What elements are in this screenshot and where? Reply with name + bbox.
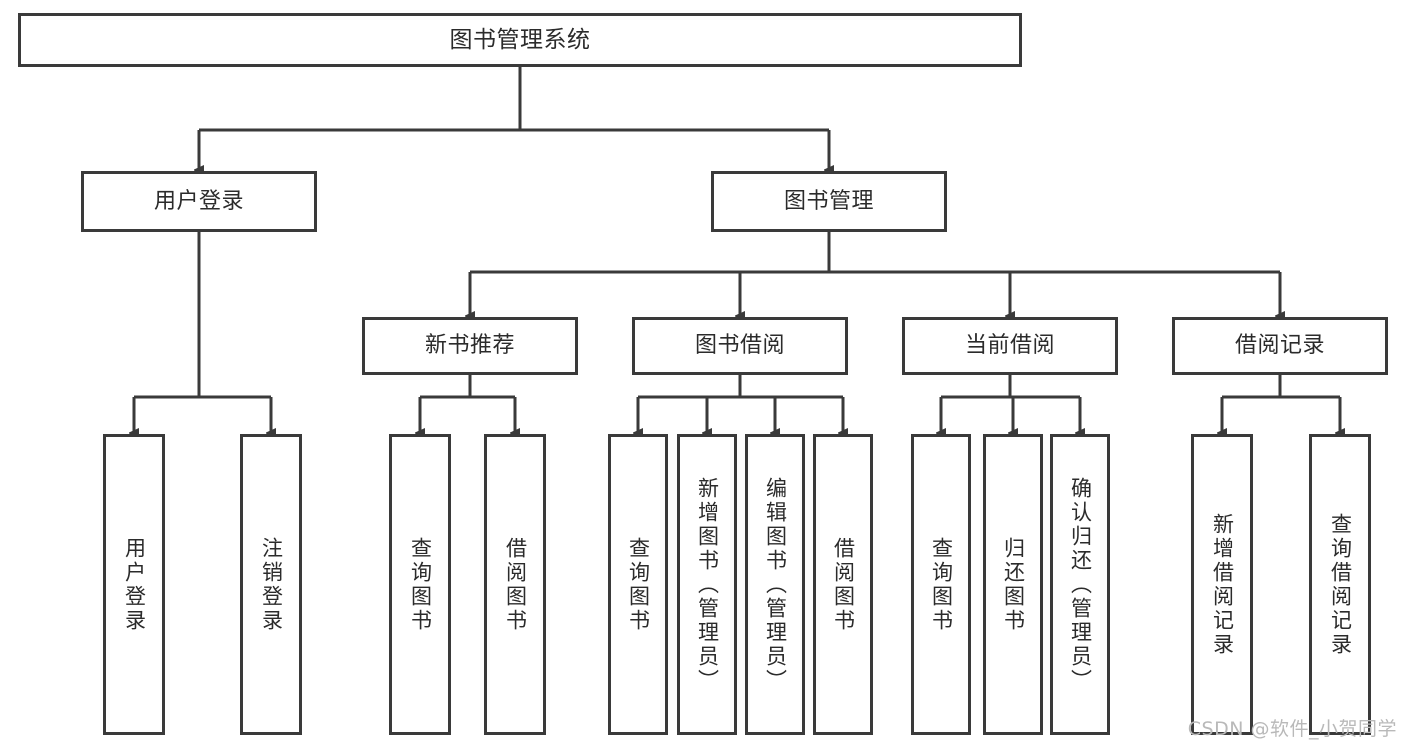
node-label: 图书管理系统 <box>449 26 591 53</box>
node-label: 借阅图书 <box>831 536 856 633</box>
node-label: 查询图书 <box>626 536 651 633</box>
node-user-login[interactable]: 用户登录 <box>81 171 317 232</box>
node-label: 新增图书（管理员） <box>695 476 720 693</box>
node-leaf-confirm-return[interactable]: 确认归还（管理员） <box>1050 434 1110 735</box>
node-leaf-query-book-3[interactable]: 查询图书 <box>911 434 971 735</box>
edge-group <box>134 67 1340 433</box>
node-label: 编辑图书（管理员） <box>763 476 788 693</box>
node-leaf-query-record[interactable]: 查询借阅记录 <box>1309 434 1371 735</box>
node-book-borrow[interactable]: 图书借阅 <box>632 317 848 375</box>
node-label: 图书管理 <box>783 188 874 214</box>
node-book-manage[interactable]: 图书管理 <box>711 171 947 232</box>
node-label: 用户登录 <box>122 536 147 633</box>
node-borrow-record[interactable]: 借阅记录 <box>1172 317 1388 375</box>
node-label: 注销登录 <box>259 536 284 633</box>
node-label: 查询借阅记录 <box>1328 512 1353 657</box>
node-leaf-user-login[interactable]: 用户登录 <box>103 434 165 735</box>
node-label: 查询图书 <box>408 536 433 633</box>
node-current-borrow[interactable]: 当前借阅 <box>902 317 1118 375</box>
node-leaf-query-book-1[interactable]: 查询图书 <box>389 434 451 735</box>
node-leaf-borrow-book-1[interactable]: 借阅图书 <box>484 434 546 735</box>
node-leaf-add-book[interactable]: 新增图书（管理员） <box>677 434 737 735</box>
node-label: 用户登录 <box>153 188 244 214</box>
node-label: 借阅图书 <box>503 536 528 633</box>
node-leaf-add-record[interactable]: 新增借阅记录 <box>1191 434 1253 735</box>
node-label: 归还图书 <box>1001 536 1026 633</box>
node-root[interactable]: 图书管理系统 <box>18 13 1022 67</box>
node-label: 借阅记录 <box>1234 333 1325 359</box>
node-leaf-query-book-2[interactable]: 查询图书 <box>608 434 668 735</box>
node-label: 新增借阅记录 <box>1210 512 1235 657</box>
node-leaf-return-book[interactable]: 归还图书 <box>983 434 1043 735</box>
node-new-book-rec[interactable]: 新书推荐 <box>362 317 578 375</box>
node-leaf-logout[interactable]: 注销登录 <box>240 434 302 735</box>
node-leaf-borrow-book-2[interactable]: 借阅图书 <box>813 434 873 735</box>
node-label: 新书推荐 <box>424 333 515 359</box>
node-leaf-edit-book[interactable]: 编辑图书（管理员） <box>745 434 805 735</box>
node-label: 图书借阅 <box>694 333 785 359</box>
node-label: 确认归还（管理员） <box>1068 476 1093 693</box>
node-label: 查询图书 <box>929 536 954 633</box>
node-label: 当前借阅 <box>964 333 1055 359</box>
